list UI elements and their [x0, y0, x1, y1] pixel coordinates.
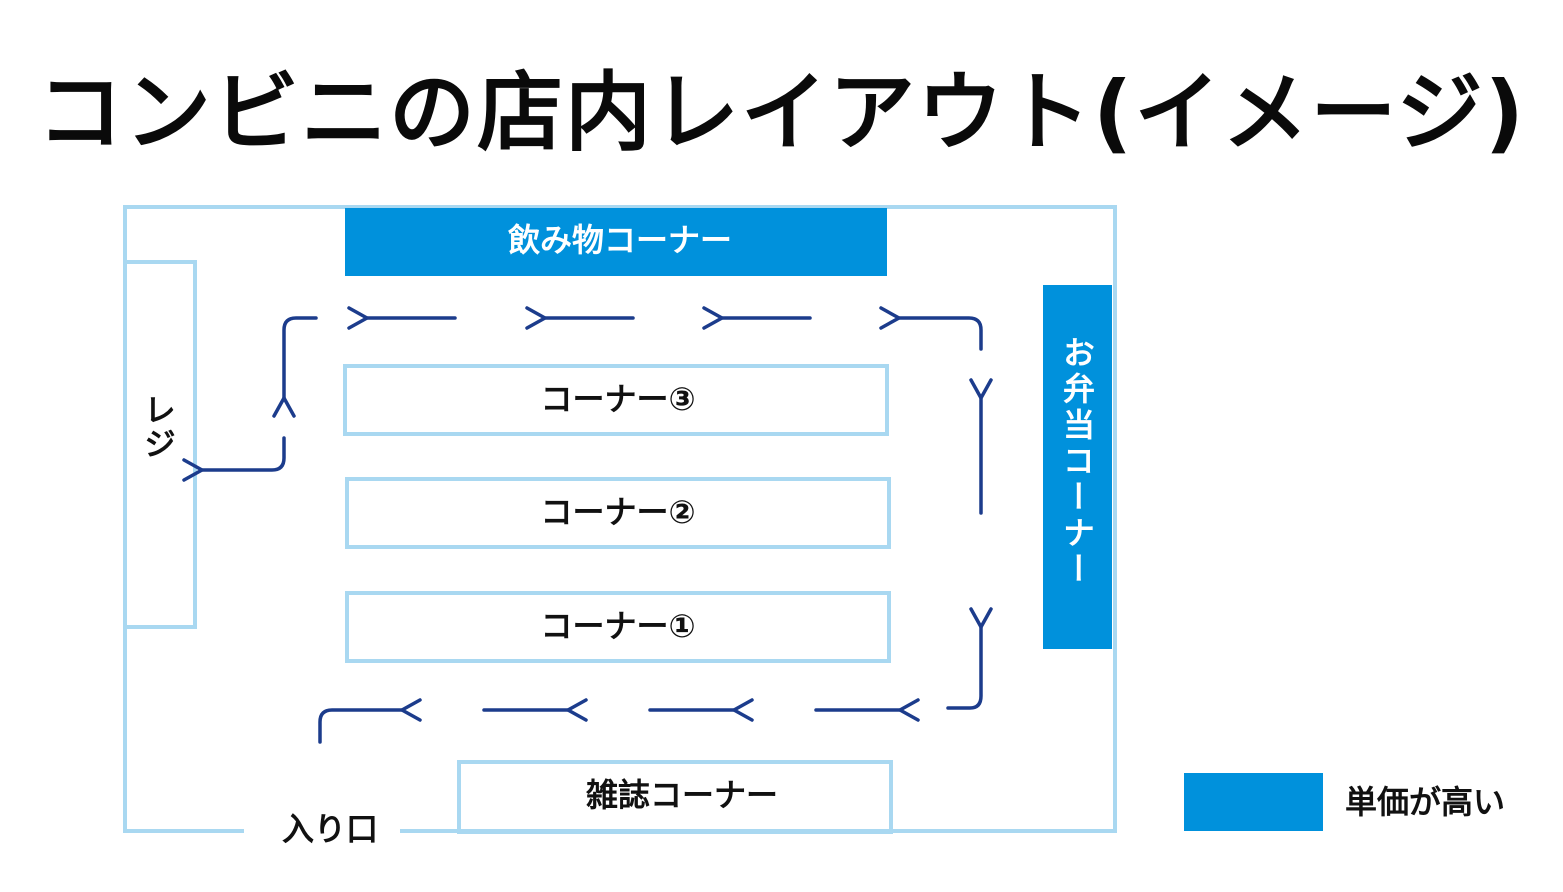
arrow-entrance-turn-right — [318, 698, 422, 744]
arrow-turn-down — [272, 316, 318, 418]
arrow-turn-up — [946, 607, 993, 710]
legend-label: 単価が高い — [1345, 783, 1505, 821]
corner-1-label: コーナー① — [540, 607, 695, 645]
drinks-corner: 飲み物コーナー — [345, 208, 887, 276]
store-outline — [123, 205, 1117, 833]
customer-flow-arrows — [182, 306, 993, 744]
arrow-to-register — [182, 436, 286, 482]
register: レジ — [123, 260, 197, 629]
drinks-corner-label: 飲み物コーナー — [508, 221, 732, 259]
corner-2-label: コーナー② — [540, 493, 695, 531]
bento-corner-label: お弁当コーナー — [1058, 336, 1096, 588]
corner-1: コーナー① — [345, 591, 891, 663]
arrow-turn-left — [879, 306, 983, 351]
corner-3: コーナー③ — [343, 364, 889, 436]
page-title: コンビニの店内レイアウト(イメージ) — [37, 63, 1526, 163]
legend: 単価が高い — [1184, 773, 1505, 831]
register-label: レジ — [139, 393, 177, 461]
corner-2: コーナー② — [345, 477, 891, 549]
entrance-label: 入り口 — [282, 810, 378, 848]
bento-corner: お弁当コーナー — [1043, 285, 1112, 649]
legend-swatch — [1184, 773, 1323, 831]
magazine-corner: 雑誌コーナー — [457, 760, 893, 834]
corner-3-label: コーナー③ — [540, 380, 695, 418]
magazine-corner-label: 雑誌コーナー — [585, 776, 778, 814]
